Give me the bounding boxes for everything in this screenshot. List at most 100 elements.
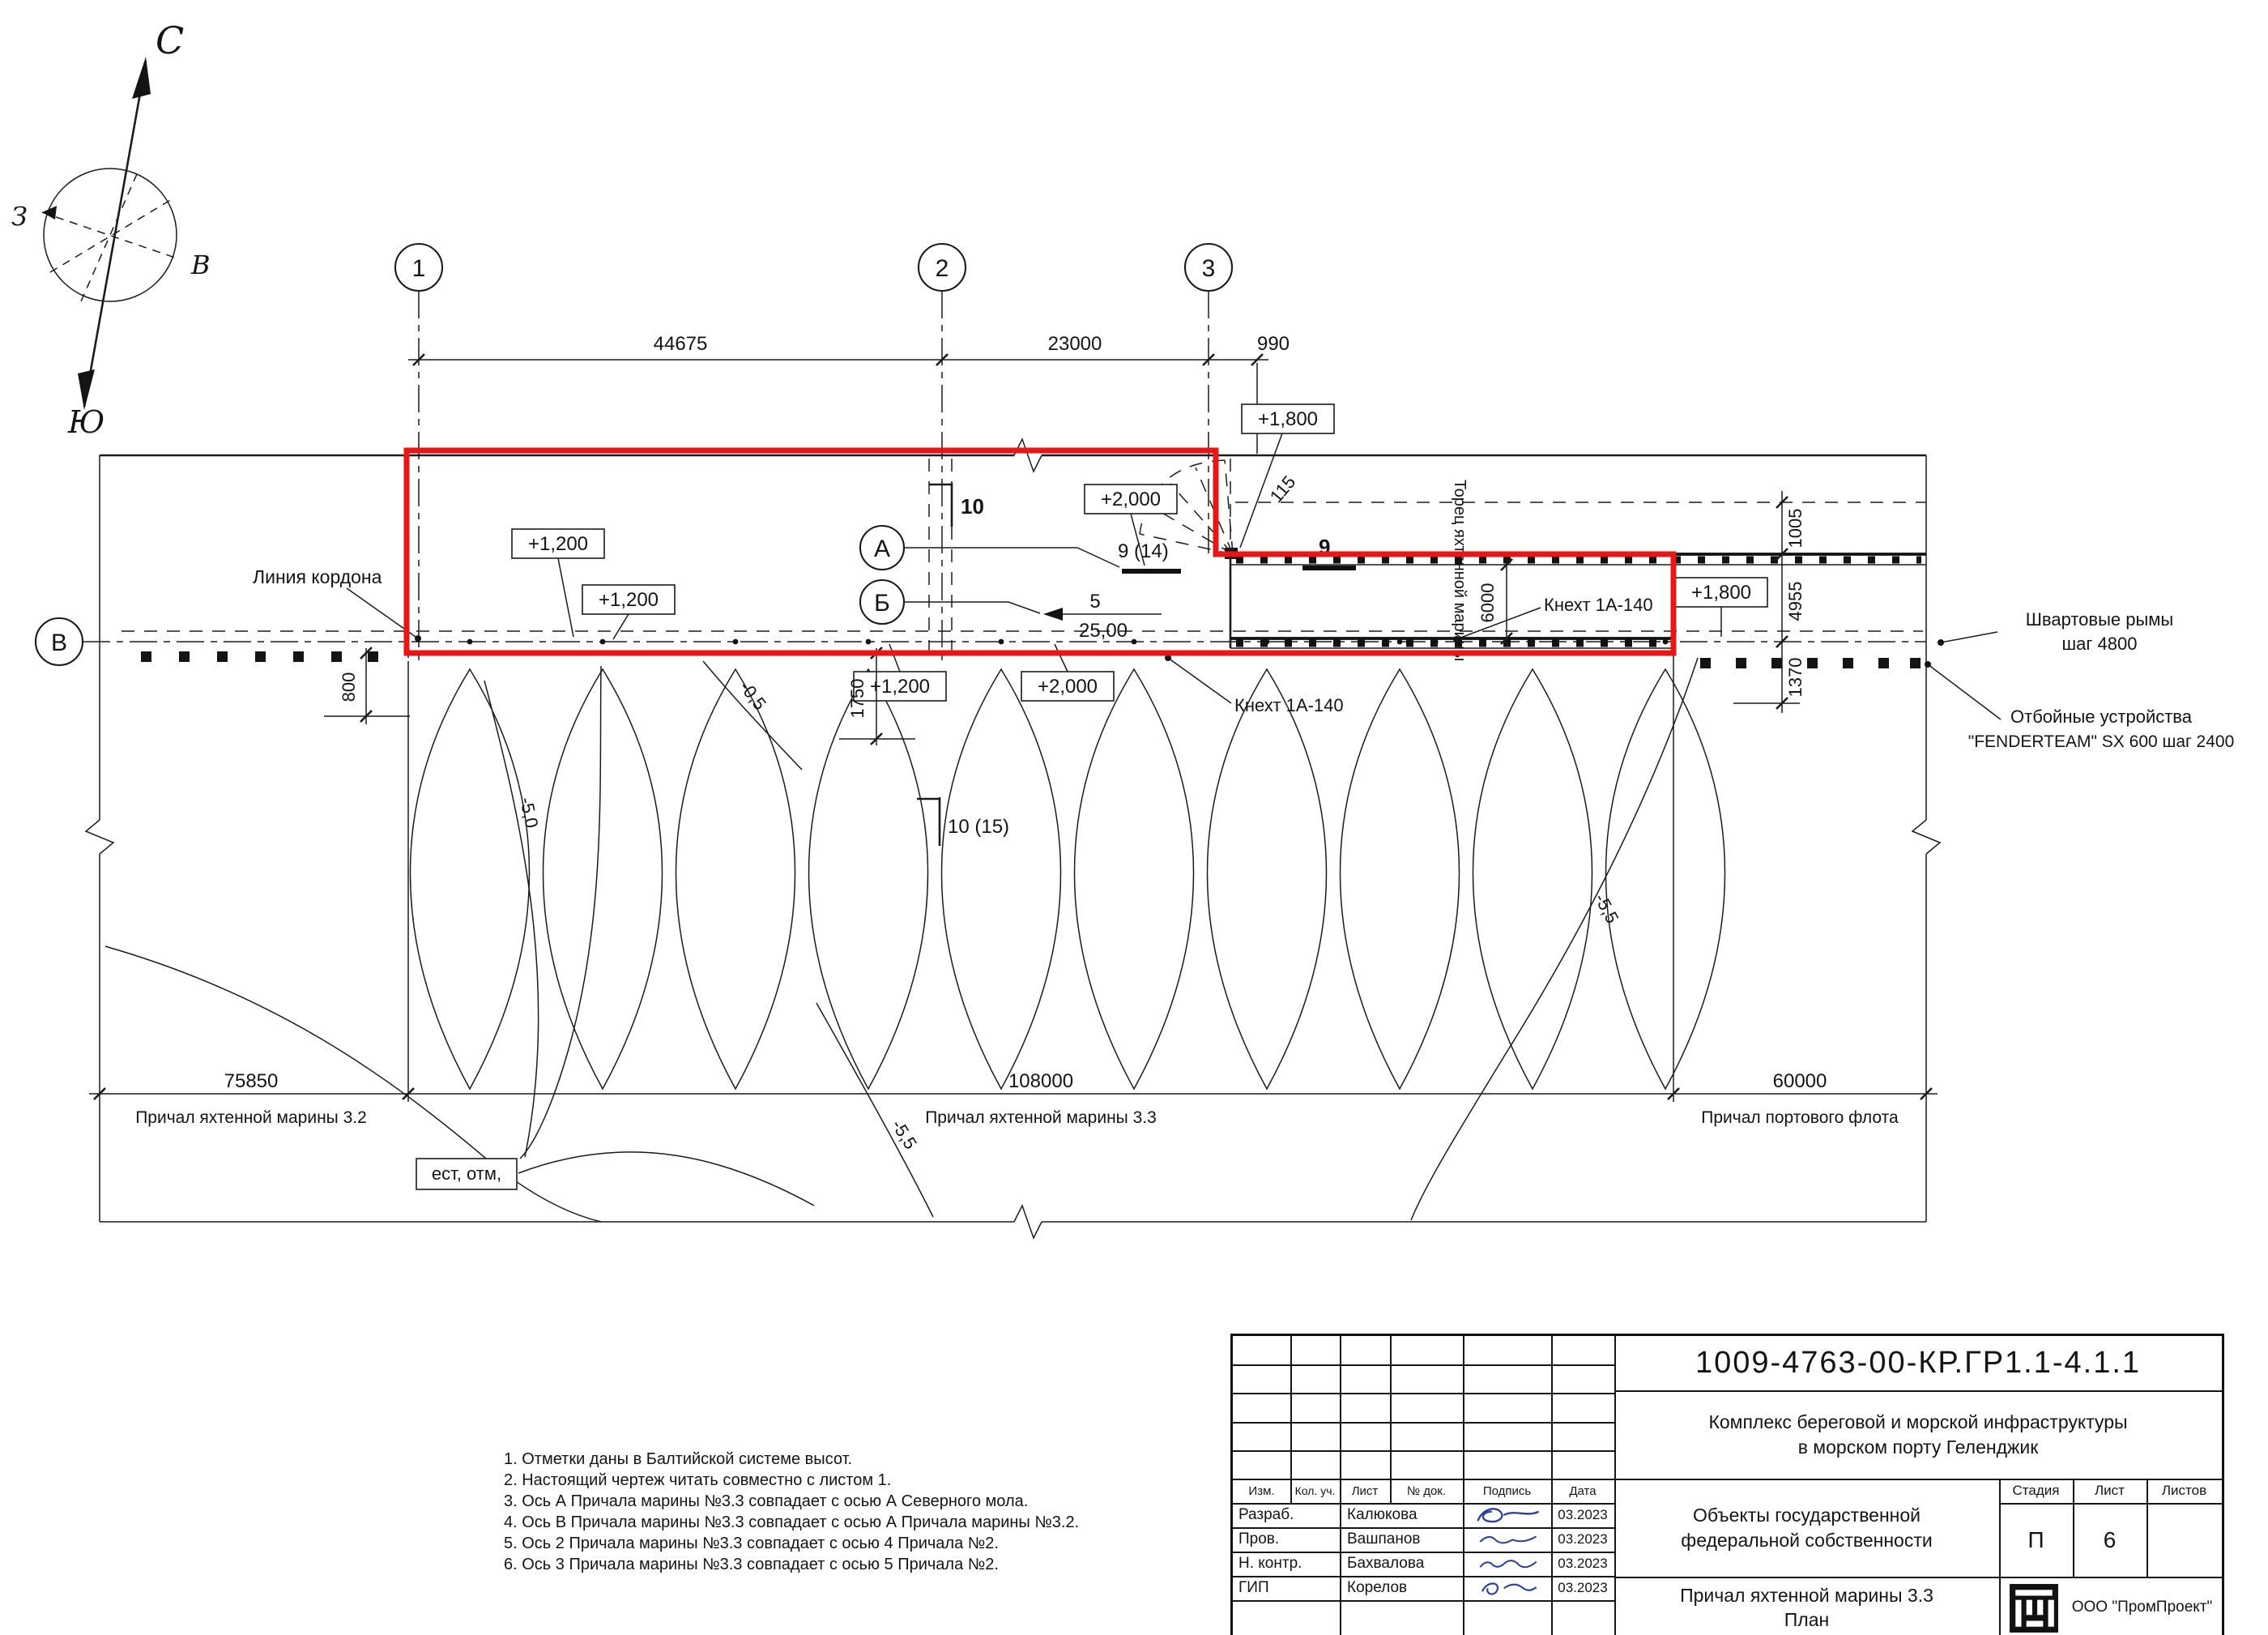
mark-25-00: 25,00 (1079, 620, 1128, 642)
label-marina-33: Причал яхтенной марины 3.3 (925, 1108, 1157, 1127)
axis-label-2: 2 (936, 255, 949, 282)
tb-object-line1: Объекты государственной (1693, 1504, 1921, 1526)
tb-doc-number: 1009-4763-00-КР.ГР1.1-4.1.1 (1695, 1346, 2142, 1380)
mark-115: 115 (1266, 472, 1300, 506)
dim-44675: 44675 (654, 333, 708, 355)
boat-outline (1605, 668, 1726, 1091)
tb-sheets-label: Листов (2161, 1483, 2207, 1498)
dim-800: 800 (339, 672, 359, 702)
elevation-2000-b: +2,000 (1038, 676, 1098, 698)
tb-col-sign: Подпись (1482, 1483, 1532, 1498)
boats (409, 638, 1726, 1091)
dim-1370: 1370 (1785, 658, 1805, 698)
tb-col-list: Лист (1351, 1483, 1379, 1498)
tb-sheets-value (2146, 1503, 2222, 1577)
mark-10-15: 10 (15) (948, 816, 1009, 838)
axis-label-b: Б (874, 590, 890, 617)
tb-role-nkontr: Н. контр. (1238, 1555, 1302, 1572)
tb-stage-value: П (2027, 1526, 2044, 1552)
label-port-fleet: Причал портового флота (1701, 1108, 1899, 1127)
west-arrowhead (42, 206, 57, 220)
mark-10: 10 (961, 494, 984, 519)
tb-name-prov: Вашпанов (1347, 1530, 1421, 1547)
plan-view: С З В Ю 1 2 3 В А Б 44675 23000 990 (11, 19, 2234, 1240)
tb-stage-label: Стадия (2012, 1483, 2060, 1498)
note-line-5: 5. Ось 2 Причала марины №3.3 совпадает с… (504, 1535, 999, 1552)
knecht-label-mid: Кнехт 1А-140 (1234, 695, 1344, 715)
rym-label-1: Швартовые рымы (2026, 609, 2174, 630)
boat-outline (1206, 668, 1328, 1091)
mooring-rings-left (141, 651, 378, 662)
tb-title-line2: План (1784, 1608, 1830, 1630)
dim-60000: 60000 (1773, 1070, 1827, 1092)
tb-name-nkontr: Бахвалова (1347, 1555, 1425, 1572)
signature-gip (1481, 1582, 1537, 1595)
tb-col-date: Дата (1569, 1483, 1597, 1498)
compass-north-label: С (156, 19, 184, 62)
callouts: Линия кордона Кнехт 1А-140 Кнехт 1А-140 … (253, 480, 2234, 1206)
signature-prov (1479, 1535, 1537, 1544)
tb-date-prov: 03.2023 (1558, 1531, 1608, 1547)
dim-23000: 23000 (1048, 333, 1102, 355)
dim-990: 990 (1257, 333, 1290, 355)
mark-5: 5 (1089, 591, 1100, 613)
top-dimensions: 44675 23000 990 (408, 333, 1290, 454)
tb-date-gip: 03.2023 (1558, 1580, 1608, 1595)
berth-annotations: 10 10 (15) 9 (14) 9 5 25,00 115 (511, 403, 1768, 846)
label-marina-32: Причал яхтенной марины 3.2 (135, 1108, 367, 1127)
axis-bubble-1 (394, 242, 444, 292)
compass-south-label: Ю (67, 404, 104, 440)
tb-object-line2: федеральной собственности (1681, 1529, 1933, 1551)
elevation-1800-b: +1,800 (1691, 582, 1751, 604)
note-line-3: 3. Ось А Причала марины №3.3 совпадает с… (504, 1492, 1029, 1510)
bottom-dimensions: 75850 Причал яхтенной марины 3.2 108000 … (89, 658, 1938, 1127)
tb-col-izm: Изм. (1248, 1483, 1275, 1498)
depth-contours: -5,0 -0,5 -5,5 -5,5 (104, 657, 1699, 1223)
tb-role-razrab: Разраб. (1238, 1506, 1294, 1523)
torec-label: Торец яхтенной марины (1451, 480, 1469, 661)
dim-6000: 6000 (1477, 583, 1498, 623)
depth-label-55b: -5,5 (888, 1116, 921, 1152)
note-line-4: 4. Ось В Причала марины №3.3 совпадает с… (504, 1513, 1080, 1531)
rym-label-2: шаг 4800 (2062, 634, 2138, 654)
vertical-dimensions: 1005 4955 1370 800 1750 6000 (324, 491, 1805, 745)
boat-outline (675, 668, 796, 1091)
tb-sheet-value: 6 (2103, 1526, 2117, 1552)
compass-west-label: З (11, 201, 28, 232)
axis-bubble-2 (917, 242, 967, 292)
length-arrowhead (1043, 608, 1063, 621)
mooring-rings-right (1700, 658, 1921, 668)
tb-name-razrab: Калюкова (1347, 1506, 1418, 1523)
note-line-6: 6. Ось 3 Причала марины №3.3 совпадает с… (504, 1556, 999, 1573)
kordon-label: Линия кордона (253, 566, 382, 587)
tb-date-nkontr: 03.2023 (1558, 1556, 1608, 1571)
boat-outline (542, 668, 663, 1091)
tb-sheet-label: Лист (2095, 1483, 2125, 1498)
south-tail (78, 369, 95, 410)
tb-name-gip: Корелов (1347, 1579, 1408, 1596)
fender-label-2: "FENDERTEAM" SX 600 шаг 2400 (1968, 732, 2235, 751)
tb-role-gip: ГИП (1238, 1579, 1269, 1596)
tb-date-razrab: 03.2023 (1558, 1507, 1608, 1522)
elevation-1200-a: +1,200 (528, 533, 588, 555)
compass-rose: С З В Ю (11, 19, 211, 440)
fender-label-1: Отбойные устройства (2010, 707, 2193, 727)
note-line-1: 1. Отметки даны в Балтийской системе выс… (504, 1450, 853, 1468)
dim-1005: 1005 (1785, 509, 1805, 549)
elevation-1800-a: +1,800 (1258, 408, 1318, 430)
boat-outline (940, 668, 1062, 1091)
est-otm-label: ест, отм, (432, 1163, 501, 1184)
mooring-dots (467, 638, 1669, 645)
signature-nkontr (1479, 1560, 1537, 1569)
note-line-2: 2. Настоящий чертеж читать совместно с л… (504, 1471, 892, 1489)
tb-project-line2: в морском порту Геленджик (1797, 1436, 2039, 1458)
boat-outline (1472, 668, 1593, 1091)
dim-75850: 75850 (224, 1070, 279, 1092)
axis-label-3: 3 (1202, 255, 1216, 282)
dim-1750: 1750 (847, 679, 868, 719)
depth-label-05: -0,5 (735, 677, 770, 714)
axis-grid: 1 2 3 В А Б (34, 242, 1926, 667)
elevation-2000-a: +2,000 (1101, 489, 1161, 510)
company-logo (2010, 1584, 2058, 1633)
